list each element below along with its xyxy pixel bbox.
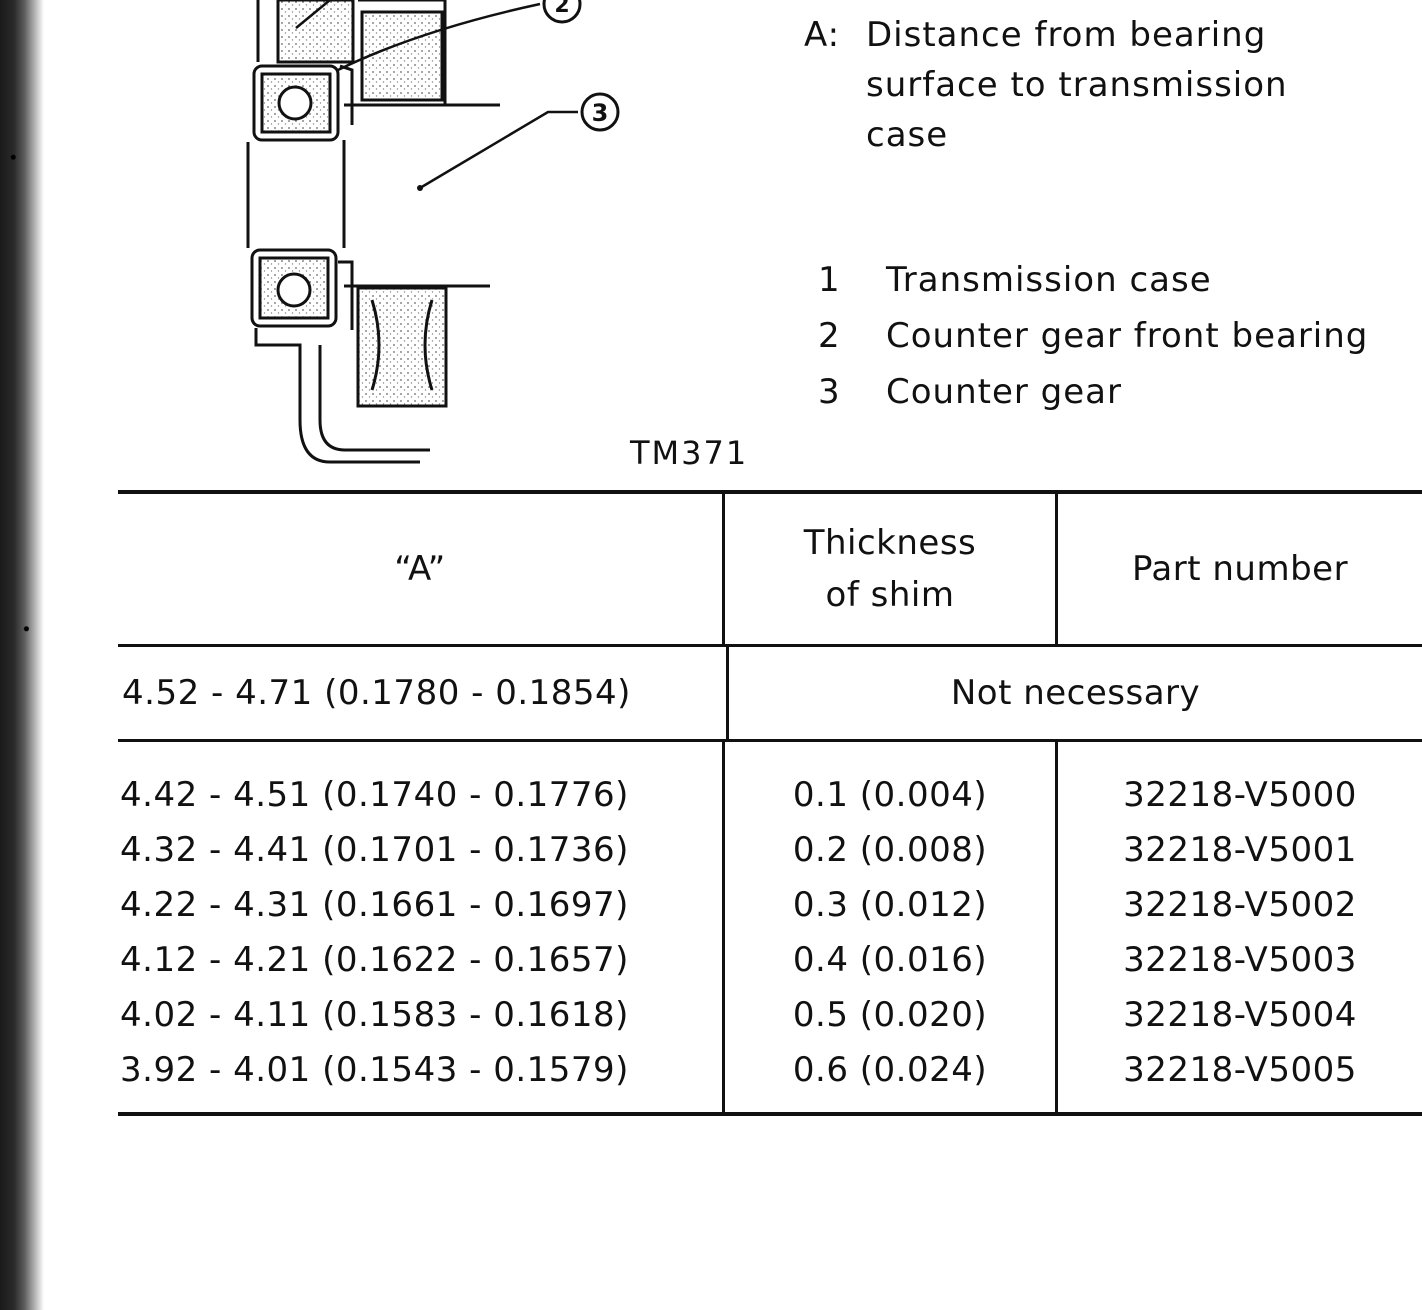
table-header-row: “A” Thickness of shim Part number (118, 494, 1422, 644)
column-part-number-values: 32218-V5000 32218-V5001 32218-V5002 3221… (1055, 742, 1422, 1112)
table-cell: 4.22 - 4.31 (0.1661 - 0.1697) (120, 885, 629, 925)
table-rule (118, 644, 1422, 647)
figure-code: TM371 (630, 434, 749, 472)
header-thickness: Thickness of shim (722, 494, 1055, 644)
legend-a-text: Distance from bearing surface to transmi… (866, 15, 1288, 155)
table-cell: 4.42 - 4.51 (0.1740 - 0.1776) (120, 775, 629, 815)
part-number: 1 (818, 260, 841, 300)
header-a: “A” (394, 549, 446, 589)
part-label: Transmission case (886, 260, 1212, 300)
table-cell: 3.92 - 4.01 (0.1543 - 0.1579) (120, 1050, 629, 1090)
table-rule-top (118, 490, 1422, 494)
table-cell: 32218-V5005 (1123, 1050, 1357, 1090)
counter-gear-diagram: 2 3 (246, 0, 620, 464)
table-cell: 0.3 (0.012) (792, 885, 988, 925)
part-label: Counter gear (886, 372, 1122, 412)
table-cell: 0.2 (0.008) (792, 830, 988, 870)
table-cell: 32218-V5002 (1123, 885, 1357, 925)
scan-edge-shadow (0, 0, 44, 1310)
table-cell: 0.4 (0.016) (792, 940, 988, 980)
table-cell: 4.32 - 4.41 (0.1701 - 0.1736) (120, 830, 629, 870)
cell-a-range: 4.52 - 4.71 (0.1780 - 0.1854) (122, 673, 631, 713)
table-body: 4.42 - 4.51 (0.1740 - 0.1776) 4.32 - 4.4… (118, 742, 1422, 1112)
part-item: 1 Transmission case (818, 252, 1368, 308)
table-rule (118, 739, 1422, 742)
column-a-values: 4.42 - 4.51 (0.1740 - 0.1776) 4.32 - 4.4… (118, 742, 722, 1112)
table-cell: 0.5 (0.020) (792, 995, 988, 1035)
callout-3: 3 (592, 99, 609, 127)
column-thickness-values: 0.1 (0.004) 0.2 (0.008) 0.3 (0.012) 0.4 … (722, 742, 1055, 1112)
table-cell: 32218-V5003 (1123, 940, 1357, 980)
header-thickness-text: Thickness of shim (803, 523, 977, 615)
table-cell: 32218-V5000 (1123, 775, 1357, 815)
table-rule-bottom (118, 1112, 1422, 1116)
header-part-number: Part number (1055, 494, 1422, 644)
part-item: 3 Counter gear (818, 364, 1368, 420)
cell-not-necessary: Not necessary (726, 647, 1422, 739)
table-cell: 4.02 - 4.11 (0.1583 - 0.1618) (120, 995, 629, 1035)
table-cell: 0.1 (0.004) (792, 775, 988, 815)
table-cell: 0.6 (0.024) (792, 1050, 988, 1090)
parts-legend: 1 Transmission case 2 Counter gear front… (818, 252, 1368, 420)
callout-2: 2 (554, 0, 569, 18)
shim-table: “A” Thickness of shim Part number 4.52 -… (118, 490, 1422, 1116)
part-label: Counter gear front bearing (886, 316, 1369, 356)
table-cell: 4.12 - 4.21 (0.1622 - 0.1657) (120, 940, 629, 980)
part-item: 2 Counter gear front bearing (818, 308, 1368, 364)
table-cell: 32218-V5001 (1123, 830, 1357, 870)
table-cell: 32218-V5004 (1123, 995, 1357, 1035)
part-number: 3 (818, 372, 841, 412)
table-row-not-necessary: 4.52 - 4.71 (0.1780 - 0.1854) Not necess… (118, 647, 1422, 739)
part-number: 2 (818, 316, 841, 356)
legend-a-key: A: (804, 15, 841, 55)
legend-a: A: Distance from bearing surface to tran… (804, 10, 1336, 160)
